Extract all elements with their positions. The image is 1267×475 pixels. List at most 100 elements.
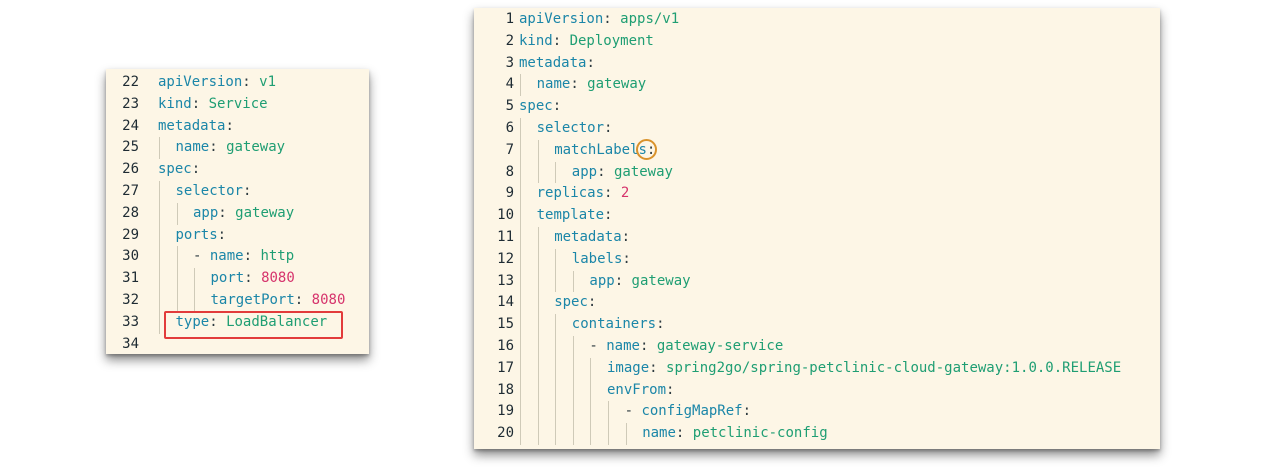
yaml-key: metadata	[158, 117, 226, 134]
code-content: type: LoadBalancer	[176, 312, 328, 334]
code-content: envFrom:	[607, 380, 674, 402]
yaml-key: spec	[158, 161, 192, 178]
indent-guide	[520, 205, 521, 227]
yaml-separator: :	[586, 54, 595, 71]
indent-guide	[537, 161, 539, 184]
yaml-key: name	[606, 337, 640, 354]
yaml-value: spring2go/spring-petclinic-cloud-gateway…	[666, 359, 1122, 376]
line-number: 32	[122, 291, 139, 308]
indent-guide	[555, 335, 557, 358]
code-line: 34	[106, 334, 369, 356]
indent-guide	[520, 117, 521, 140]
yaml-key: app	[589, 272, 615, 289]
yaml-key: matchLabels	[554, 141, 647, 158]
code-content: spec:	[554, 292, 596, 314]
indent-guide	[159, 246, 160, 269]
yaml-key: app	[193, 204, 219, 221]
code-content: containers:	[572, 314, 665, 336]
line-number: 5	[505, 98, 514, 115]
code-content: metadata:	[554, 227, 630, 249]
indent-guide	[537, 423, 539, 445]
indent-guide	[520, 270, 521, 293]
indent-guide	[572, 379, 574, 402]
code-content: app: gateway	[589, 271, 690, 293]
yaml-key: kind	[158, 95, 192, 112]
indent-guide	[608, 423, 609, 445]
indent-guide	[537, 248, 539, 271]
yaml-value: gateway	[631, 272, 691, 289]
code-content: name: petclinic-config	[642, 423, 827, 445]
yaml-value: LoadBalancer	[226, 313, 328, 330]
line-number: 26	[122, 161, 139, 178]
yaml-separator: :	[191, 161, 201, 178]
yaml-value: 2	[620, 185, 630, 202]
indent-guide	[159, 289, 160, 312]
yaml-key: replicas	[536, 185, 605, 202]
indent-guide	[555, 423, 557, 445]
yaml-key: kind	[519, 32, 553, 49]
indent-guide	[555, 270, 557, 293]
yaml-separator: :	[242, 74, 260, 90]
yaml-value: 8080	[311, 291, 346, 308]
indent-guide	[625, 423, 627, 445]
yaml-key: envFrom	[607, 381, 667, 398]
yaml-key: configMapRef	[641, 403, 743, 420]
indent-guide	[159, 180, 160, 203]
code-content: template:	[537, 205, 613, 227]
yaml-value: gateway-service	[656, 337, 784, 354]
yaml-key: spec	[519, 98, 553, 115]
code-content: replicas: 2	[537, 183, 630, 205]
code-line: 19 - configMapRef:	[474, 401, 1160, 424]
yaml-key: apiVersion	[158, 74, 243, 90]
line-number: 23	[122, 95, 139, 112]
indent-guide	[176, 202, 178, 225]
type-loadbalancer-highlight	[164, 311, 343, 339]
indent-guide	[555, 161, 557, 184]
code-line: 16- name: gateway-service	[474, 335, 1160, 358]
yaml-separator: :	[649, 359, 667, 376]
indent-guide	[555, 401, 557, 424]
indent-guide	[520, 248, 521, 271]
indent-guide	[520, 74, 521, 97]
indent-guide	[520, 161, 521, 184]
indent-guide	[537, 401, 539, 424]
yaml-key: apiVersion	[519, 11, 604, 27]
code-content: kind: Deployment	[519, 31, 654, 53]
yaml-separator: :	[209, 139, 227, 156]
line-number: 29	[122, 226, 139, 243]
line-number: 7	[505, 141, 514, 158]
indent-guide	[537, 226, 539, 249]
indent-guide	[537, 292, 539, 315]
yaml-separator: :	[604, 185, 621, 202]
line-number: 10	[497, 207, 514, 224]
line-number: 19	[497, 403, 514, 420]
code-line: 11 metadata:	[474, 226, 1160, 249]
code-content: metadata:	[158, 116, 234, 138]
yaml-value: 8080	[261, 270, 295, 287]
yaml-separator: :	[209, 313, 227, 330]
yaml-separator: :	[294, 291, 312, 308]
yaml-separator: :	[570, 76, 588, 93]
indent-guide	[590, 423, 592, 445]
indent-guide	[520, 183, 521, 206]
line-number: 2	[505, 32, 514, 49]
line-number: 11	[497, 228, 514, 245]
code-content: apiVersion: apps/v1	[519, 9, 679, 31]
line-number: 9	[505, 185, 514, 202]
yaml-separator: :	[242, 182, 252, 199]
code-content: selector:	[176, 181, 252, 203]
code-content: - configMapRef:	[625, 401, 751, 423]
indent-guide	[537, 335, 539, 358]
